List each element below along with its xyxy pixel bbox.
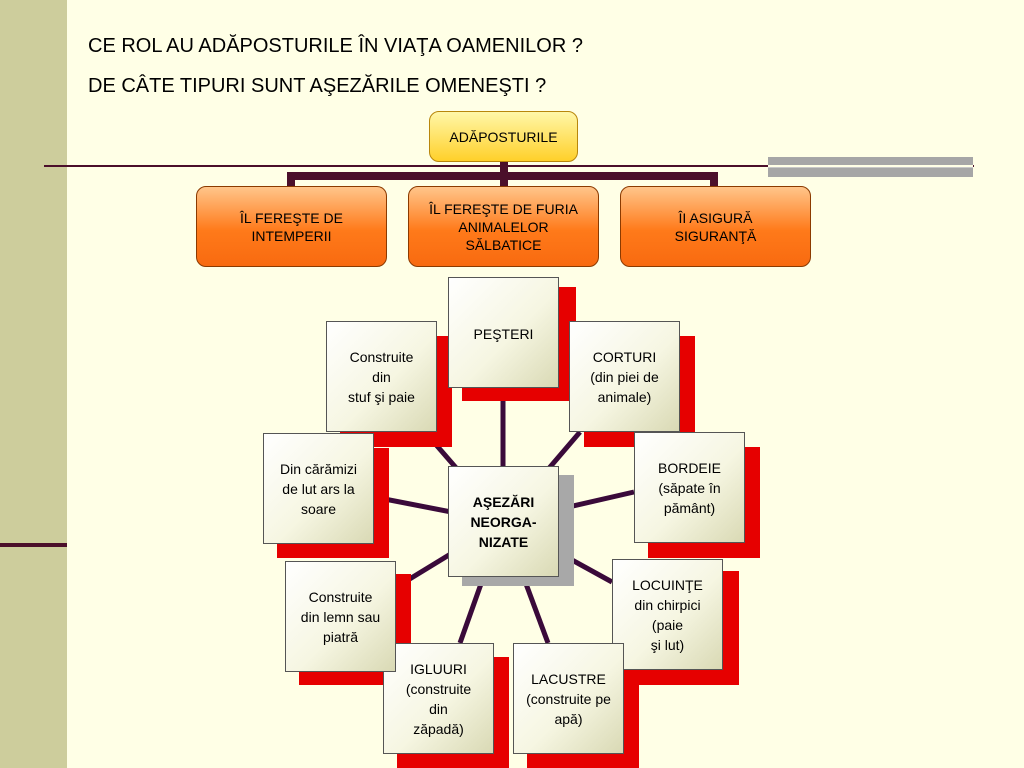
card-caramizi: Din cărămizi de lut ars la soare: [263, 433, 374, 544]
tree-drop-left: [287, 172, 295, 188]
question-2: DE CÂTE TIPURI SUNT AŞEZĂRILE OMENEŞTI ?: [88, 75, 547, 97]
left-sidebar: [0, 0, 67, 768]
question-1: CE ROL AU ADĂPOSTURILE ÎN VIAŢA OAMENILO…: [88, 35, 583, 57]
card-igluuri: IGLUURI (construite din zăpadă): [383, 643, 494, 754]
title-rule: [44, 165, 974, 167]
tree-drop-middle: [500, 172, 508, 188]
card-stuf-paie: Construite din stuf şi paie: [326, 321, 437, 432]
card-lemn-piatra: Construite din lemn sau piatră: [285, 561, 396, 672]
child-box-weather: ÎL FEREŞTE DE INTEMPERII: [196, 186, 387, 267]
card-locuinte-chirpici: LOCUINŢE din chirpici (paie şi lut): [612, 559, 723, 670]
tree-stem: [500, 161, 508, 177]
center-card: AŞEZĂRI NEORGA- NIZATE: [448, 466, 559, 577]
grey-accent-rule: [768, 157, 973, 177]
tree-drop-right: [710, 172, 718, 188]
root-box: ADĂPOSTURILE: [429, 111, 578, 162]
card-pesteri: PEŞTERI: [448, 277, 559, 388]
child-box-animals: ÎL FEREŞTE DE FURIA ANIMALELOR SĂLBATICE: [408, 186, 599, 267]
card-corturi: CORTURI (din piei de animale): [569, 321, 680, 432]
child-box-safety: ÎI ASIGURĂ SIGURANŢĂ: [620, 186, 811, 267]
card-lacustre: LACUSTRE (construite pe apă): [513, 643, 624, 754]
card-bordeie: BORDEIE (săpate în pământ): [634, 432, 745, 543]
sidebar-rule: [0, 543, 67, 547]
